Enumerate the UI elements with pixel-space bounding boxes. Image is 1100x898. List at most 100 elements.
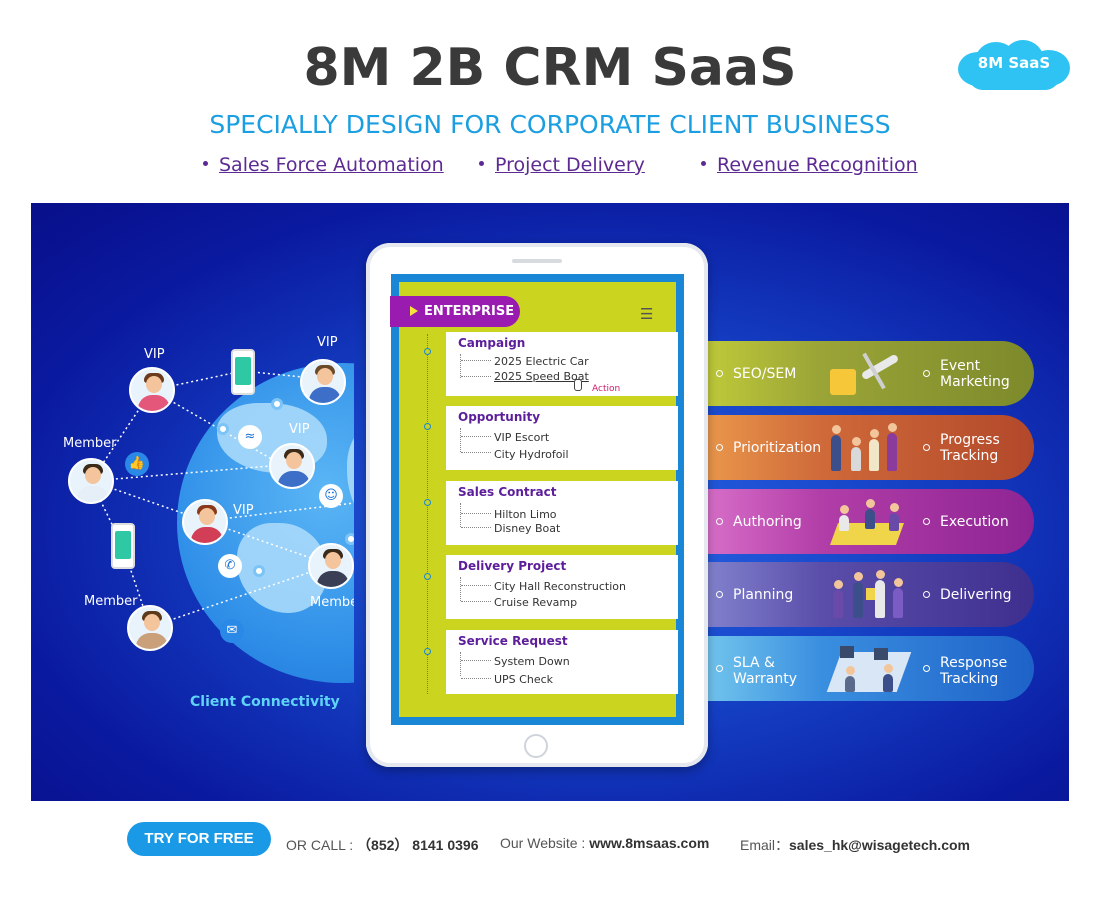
hamburger-icon[interactable]: ☰ [640, 305, 654, 323]
bullet-icon [479, 161, 484, 166]
email-info: Email：sales_hk@wisagetech.com [740, 837, 970, 853]
phone-number[interactable]: （852） 8141 0396 [357, 837, 479, 853]
pill-left-label: Planning [733, 587, 794, 603]
location-pin-icon [217, 423, 229, 435]
page-title: 8M 2B CRM SaaS [303, 38, 797, 98]
vip-avatar [300, 359, 346, 405]
pointer-hand-icon [574, 379, 582, 391]
page-subtitle: SPECIALLY DESIGN FOR CORPORATE CLIENT BU… [209, 110, 891, 139]
wifi-icon: ≈ [238, 425, 262, 449]
bullet-ring-icon [923, 518, 930, 525]
bullet-ring-icon [716, 444, 723, 451]
card-service-request[interactable]: Service Request System Down UPS Check [446, 630, 678, 694]
support-desk-icon [824, 642, 912, 696]
list-item[interactable]: VIP Escort [494, 431, 550, 444]
vip-avatar [269, 443, 315, 489]
vip-label: VIP [233, 503, 254, 518]
list-item[interactable]: UPS Check [494, 673, 554, 686]
bullet-ring-icon [923, 591, 930, 598]
hero-banner: VIP VIP VIP VIP Member Member Member 👍 ≈… [31, 203, 1069, 801]
pill-right-label: Delivering [940, 587, 1012, 603]
bullet-ring-icon [716, 591, 723, 598]
bullet-ring-icon [716, 370, 723, 377]
card-campaign[interactable]: Campaign 2025 Electric Car 2025 Speed Bo… [446, 332, 678, 396]
member-avatar [127, 605, 173, 651]
pill-left-label: SLA &Warranty [733, 655, 798, 687]
client-connectivity-illustration: VIP VIP VIP VIP Member Member Member 👍 ≈… [31, 203, 354, 801]
feature-link-project-delivery[interactable]: Project Delivery [479, 154, 645, 176]
vip-label: VIP [289, 422, 310, 437]
enterprise-tab[interactable]: ENTERPRISE [390, 296, 520, 327]
vip-avatar [129, 367, 175, 413]
try-for-free-button[interactable]: TRY FOR FREE [127, 822, 271, 856]
brand-badge[interactable]: 8M SaaS [958, 40, 1070, 90]
location-pin-icon [253, 565, 265, 577]
list-item[interactable]: 2025 Electric Car [494, 355, 589, 368]
email-link[interactable]: sales_hk@wisagetech.com [789, 837, 970, 853]
vip-avatar [182, 499, 228, 545]
smiley-icon: ☺ [319, 484, 343, 508]
list-item[interactable]: Cruise Revamp [494, 596, 578, 609]
member-avatar [68, 458, 114, 504]
location-pin-icon [271, 398, 283, 410]
bullet-ring-icon [716, 518, 723, 525]
pill-authoring: Authoring Execution [678, 489, 1034, 554]
call-info: OR CALL : （852） 8141 0396 [286, 837, 479, 853]
list-item[interactable]: City Hydrofoil [494, 448, 569, 461]
feature-link-sales-force-automation[interactable]: Sales Force Automation [203, 154, 444, 176]
tablet-home-button[interactable] [524, 734, 548, 758]
pill-left-label: SEO/SEM [733, 366, 797, 382]
bullet-ring-icon [923, 370, 930, 377]
vip-label: VIP [144, 347, 165, 362]
drone-icon [824, 347, 908, 401]
phone-call-icon: ✆ [218, 554, 242, 578]
list-item[interactable]: Disney Boat [494, 522, 561, 535]
bullet-ring-icon [716, 665, 723, 672]
list-item-link[interactable]: 2025 Speed Boat [494, 370, 589, 383]
chat-phone-icon [231, 349, 255, 395]
pill-right-label: Execution [940, 514, 1009, 530]
tablet-speaker [512, 259, 562, 263]
website-link[interactable]: www.8msaas.com [589, 835, 710, 851]
thumbs-up-icon: 👍 [125, 452, 149, 476]
bullet-icon [203, 161, 208, 166]
website-info: Our Website : www.8msaas.com [500, 835, 710, 851]
bullet-ring-icon [923, 665, 930, 672]
feature-links: Sales Force Automation Project Delivery … [0, 154, 1100, 184]
bullet-icon [701, 161, 706, 166]
member-avatar [308, 543, 354, 589]
list-item[interactable]: Hilton Limo [494, 508, 557, 521]
member-label: Member [84, 594, 138, 609]
vip-label: VIP [317, 335, 338, 350]
planning-team-icon [824, 568, 908, 622]
pill-left-label: Authoring [733, 514, 802, 530]
location-pin-icon [345, 533, 354, 545]
pill-planning: Planning Delivering [678, 562, 1034, 627]
message-icon: ✉ [220, 619, 244, 643]
card-delivery-project[interactable]: Delivery Project City Hall Reconstructio… [446, 555, 678, 619]
brand-badge-label: 8M SaaS [977, 54, 1051, 72]
client-connectivity-caption: Client Connectivity [190, 694, 340, 710]
card-opportunity[interactable]: Opportunity VIP Escort City Hydrofoil [446, 406, 678, 470]
action-label[interactable]: Action [592, 384, 621, 394]
pill-left-label: Prioritization [733, 440, 822, 456]
member-label: Member [63, 436, 117, 451]
member-label: Member [310, 595, 354, 610]
shopping-phone-icon [111, 523, 135, 569]
team-table-icon [824, 495, 908, 549]
team-meeting-icon [824, 421, 908, 475]
bullet-ring-icon [923, 444, 930, 451]
feature-link-revenue-recognition[interactable]: Revenue Recognition [701, 154, 918, 176]
tablet-screen: ENTERPRISE ☰ Campaign 2025 Electric Car … [390, 274, 684, 725]
card-sales-contract[interactable]: Sales Contract Hilton Limo Disney Boat [446, 481, 678, 545]
list-item[interactable]: System Down [494, 655, 570, 668]
tablet-device: ENTERPRISE ☰ Campaign 2025 Electric Car … [366, 243, 708, 767]
list-item[interactable]: City Hall Reconstruction [494, 580, 626, 593]
enterprise-panel: ENTERPRISE ☰ Campaign 2025 Electric Car … [390, 282, 678, 717]
